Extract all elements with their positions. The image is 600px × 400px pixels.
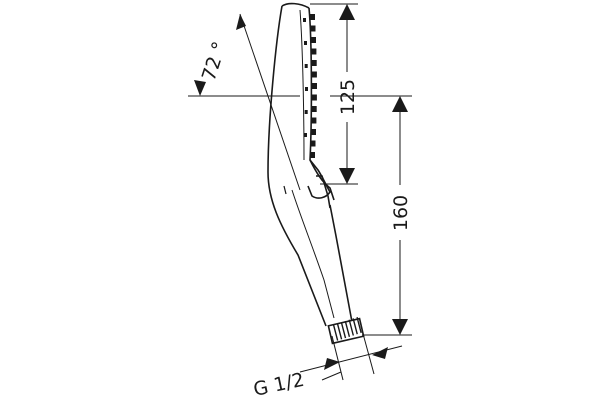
shower-top-cap [281,2,310,9]
head-dim-label: 125 [337,79,359,115]
nozzle-dot [311,106,317,112]
thread-label: G 1/2 [251,369,306,400]
thread-extension-right [361,329,375,375]
nozzle-dot [311,60,317,66]
head-arrow-bottom [339,168,355,184]
spray-nozzles [303,14,317,158]
shower-axis-line [239,13,301,191]
nozzle-dot [311,48,317,55]
nozzle-dot [304,110,308,114]
nozzle-dot [310,14,315,20]
handle-tick [283,185,287,195]
nozzle-dot [311,37,316,43]
head-dimension: 125 [310,3,359,185]
button-detail [307,159,331,199]
angle-dimension: 72 ° [188,13,301,191]
nozzle-dot [311,94,317,101]
thread-arrow-left [324,358,340,370]
angle-arrow-left [194,80,206,96]
head-arrow-top [339,4,355,20]
handle-arrow-top [392,96,408,112]
handle-dim-label: 160 [390,195,412,231]
thread-leader [321,371,342,381]
nozzle-dot [310,140,316,147]
angle-arrow-top [236,14,246,30]
nozzle-dot [310,25,316,32]
handle-front-contour [329,204,353,323]
nozzle-dot [311,129,316,135]
thread-arrow-right [372,347,388,359]
spray-face-inner-line [299,9,305,161]
handle-dimension: 160 [330,95,412,336]
thread-extension-left [331,335,344,381]
nozzle-dot [304,133,307,137]
hand-shower-body [267,2,365,345]
nozzle-dot [311,117,317,124]
thread-dimension: G 1/2 [251,329,403,400]
spray-face-contour [308,7,335,201]
nozzle-dot [311,71,317,78]
angle-label: 72 ° [198,39,231,84]
thread-connector [327,317,365,345]
button-detail-inner [316,175,331,209]
nozzle-dot [303,18,306,22]
nozzle-dot [312,83,317,89]
nozzle-dot [304,64,308,68]
handle-arrow-bottom [392,319,408,335]
handle-inner-line [291,189,335,319]
shower-back-contour [267,5,327,327]
nozzle-dot [305,87,308,91]
nozzle-dot [304,41,307,45]
nozzle-dot [310,152,315,158]
